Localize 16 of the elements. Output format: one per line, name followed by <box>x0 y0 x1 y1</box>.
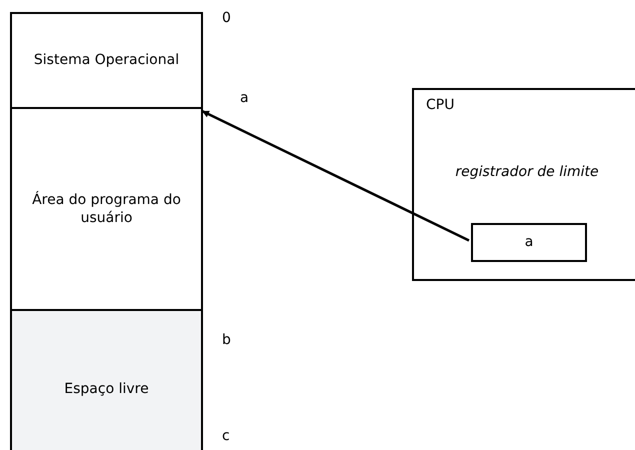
address-label: c <box>222 428 230 444</box>
box-label: Sistema Operacional <box>34 51 180 70</box>
memory-box <box>10 107 203 311</box>
memory-box <box>10 12 203 109</box>
arrow <box>201 110 470 242</box>
memory-box <box>412 88 635 281</box>
box-label: Espaço livre <box>64 380 149 398</box>
box-label: a <box>524 233 534 252</box>
box-label: Área do programa do usuário <box>31 190 182 228</box>
memory-box <box>471 223 587 262</box>
address-label: b <box>222 332 231 348</box>
register-caption: registrador de limite <box>454 163 600 182</box>
address-label: 0 <box>222 10 231 26</box>
box-label: CPU <box>426 96 454 114</box>
address-label: a <box>240 90 249 106</box>
memory-box <box>10 309 203 450</box>
